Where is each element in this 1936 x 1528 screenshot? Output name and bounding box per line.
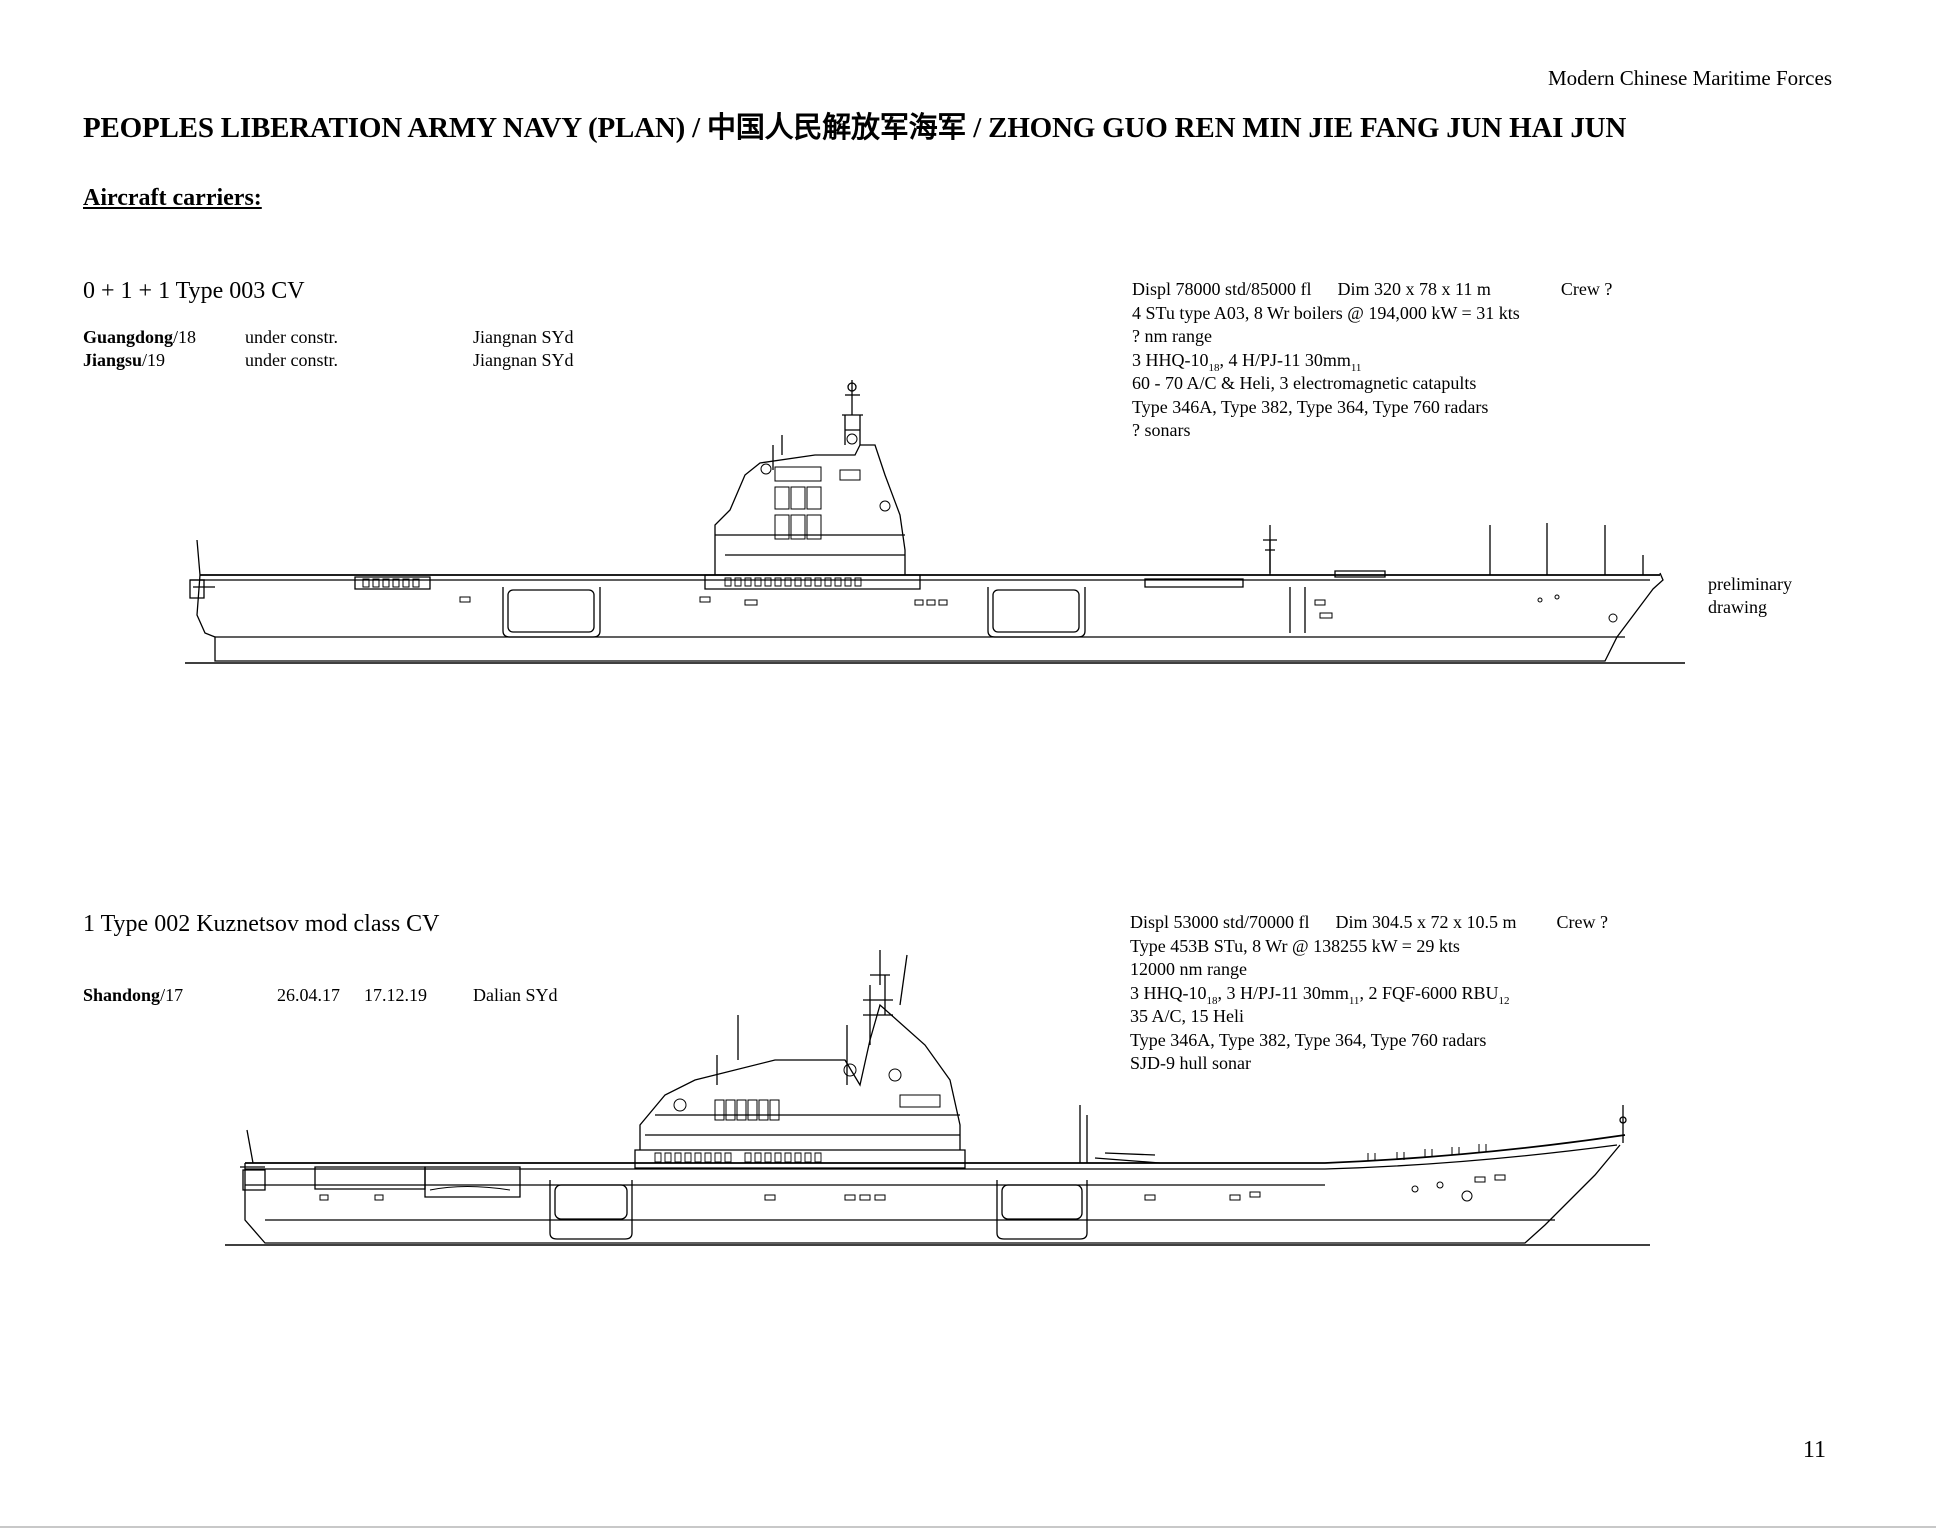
armament-sub: 12 [1498,994,1510,1007]
spec-aircraft: 60 - 70 A/C & Heli, 3 electromagnetic ca… [1132,373,1477,393]
type-003-profile-drawing [185,375,1690,675]
spec-line-displ: Displ 78000 std/85000 fl Dim 320 x 78 x 1… [1132,278,1612,302]
spec-armament: 3 HHQ-1018, 4 H/PJ-11 30mm11 [1132,349,1612,374]
armament-part: , 4 H/PJ-11 30mm [1219,349,1351,370]
ship-name: Shandong [83,985,161,1005]
spec-dim: Dim 320 x 78 x 11 m [1337,279,1491,299]
drawing-note: preliminary drawing [1708,573,1792,619]
ship-name: Guangdong [83,327,174,347]
ship-status: under constr. [245,350,338,370]
page-bottom-border [0,1526,1936,1528]
page-number: 11 [1802,1437,1826,1463]
spec-armament: 3 HHQ-1018, 3 H/PJ-11 30mm11, 2 FQF-6000… [1130,982,1608,1007]
ship-entry: Shandong/17 [83,985,183,1006]
spec-line-displ: Displ 53000 std/70000 fl Dim 304.5 x 72 x… [1130,911,1608,935]
spec-sonars: ? sonars [1132,420,1191,440]
ship-entry: Guangdong/18 [83,327,196,348]
class-title-type-002: 1 Type 002 Kuznetsov mod class CV [83,911,440,937]
ship-yard: Jiangnan SYd [473,350,574,370]
drawing-note-line: drawing [1708,597,1767,617]
type-002-profile-drawing [225,945,1655,1255]
specs-type-003: Displ 78000 std/85000 fl Dim 320 x 78 x 1… [1132,278,1612,443]
publication-title: Modern Chinese Maritime Forces [1547,66,1832,90]
ship-yard: Jiangnan SYd [473,327,574,347]
ship-entry: Jiangsu/19 [83,350,165,371]
armament-sub: 11 [1348,994,1360,1007]
ship-commissioned: 17.12.19 [364,985,427,1005]
section-heading: Aircraft carriers: [83,185,262,211]
armament-part: 3 HHQ-10 [1132,349,1209,370]
spec-radars: Type 346A, Type 382, Type 364, Type 760 … [1130,1029,1487,1050]
armament-sub: 11 [1350,361,1362,374]
ship-number: /18 [173,327,197,347]
armament-sub: 18 [1208,361,1220,374]
spec-sonars: SJD-9 hull sonar [1130,1053,1251,1073]
spec-crew: Crew ? [1556,912,1609,932]
ship-status: under constr. [245,327,338,347]
spec-crew: Crew ? [1560,279,1613,299]
armament-sub: 18 [1206,994,1218,1007]
spec-radars: Type 346A, Type 382, Type 364, Type 760 … [1132,396,1489,417]
armament-part: 3 HHQ-10 [1130,982,1207,1003]
page-title: PEOPLES LIBERATION ARMY NAVY (PLAN) / 中国… [83,112,1627,144]
spec-propulsion: Type 453B STu, 8 Wr @ 138255 kW = 29 kts [1130,935,1460,956]
spec-displ: Displ 78000 std/85000 fl [1132,279,1312,299]
specs-type-002: Displ 53000 std/70000 fl Dim 304.5 x 72 x… [1130,911,1608,1076]
ship-yard: Dalian SYd [473,985,558,1005]
spec-displ: Displ 53000 std/70000 fl [1130,912,1310,932]
armament-part: , 2 FQF-6000 RBU [1359,982,1499,1003]
spec-range: ? nm range [1132,326,1212,346]
ship-name: Jiangsu [83,350,143,370]
ship-number: /19 [142,350,166,370]
ship-launched: 26.04.17 [277,985,340,1005]
spec-propulsion: 4 STu type A03, 8 Wr boilers @ 194,000 k… [1132,302,1520,323]
ship-number: /17 [160,985,184,1005]
drawing-note-line: preliminary [1708,574,1792,594]
spec-range: 12000 nm range [1130,959,1247,979]
spec-aircraft: 35 A/C, 15 Heli [1130,1006,1245,1026]
armament-part: , 3 H/PJ-11 30mm [1217,982,1349,1003]
spec-dim: Dim 304.5 x 72 x 10.5 m [1335,912,1517,932]
class-title-type-003: 0 + 1 + 1 Type 003 CV [83,278,305,304]
